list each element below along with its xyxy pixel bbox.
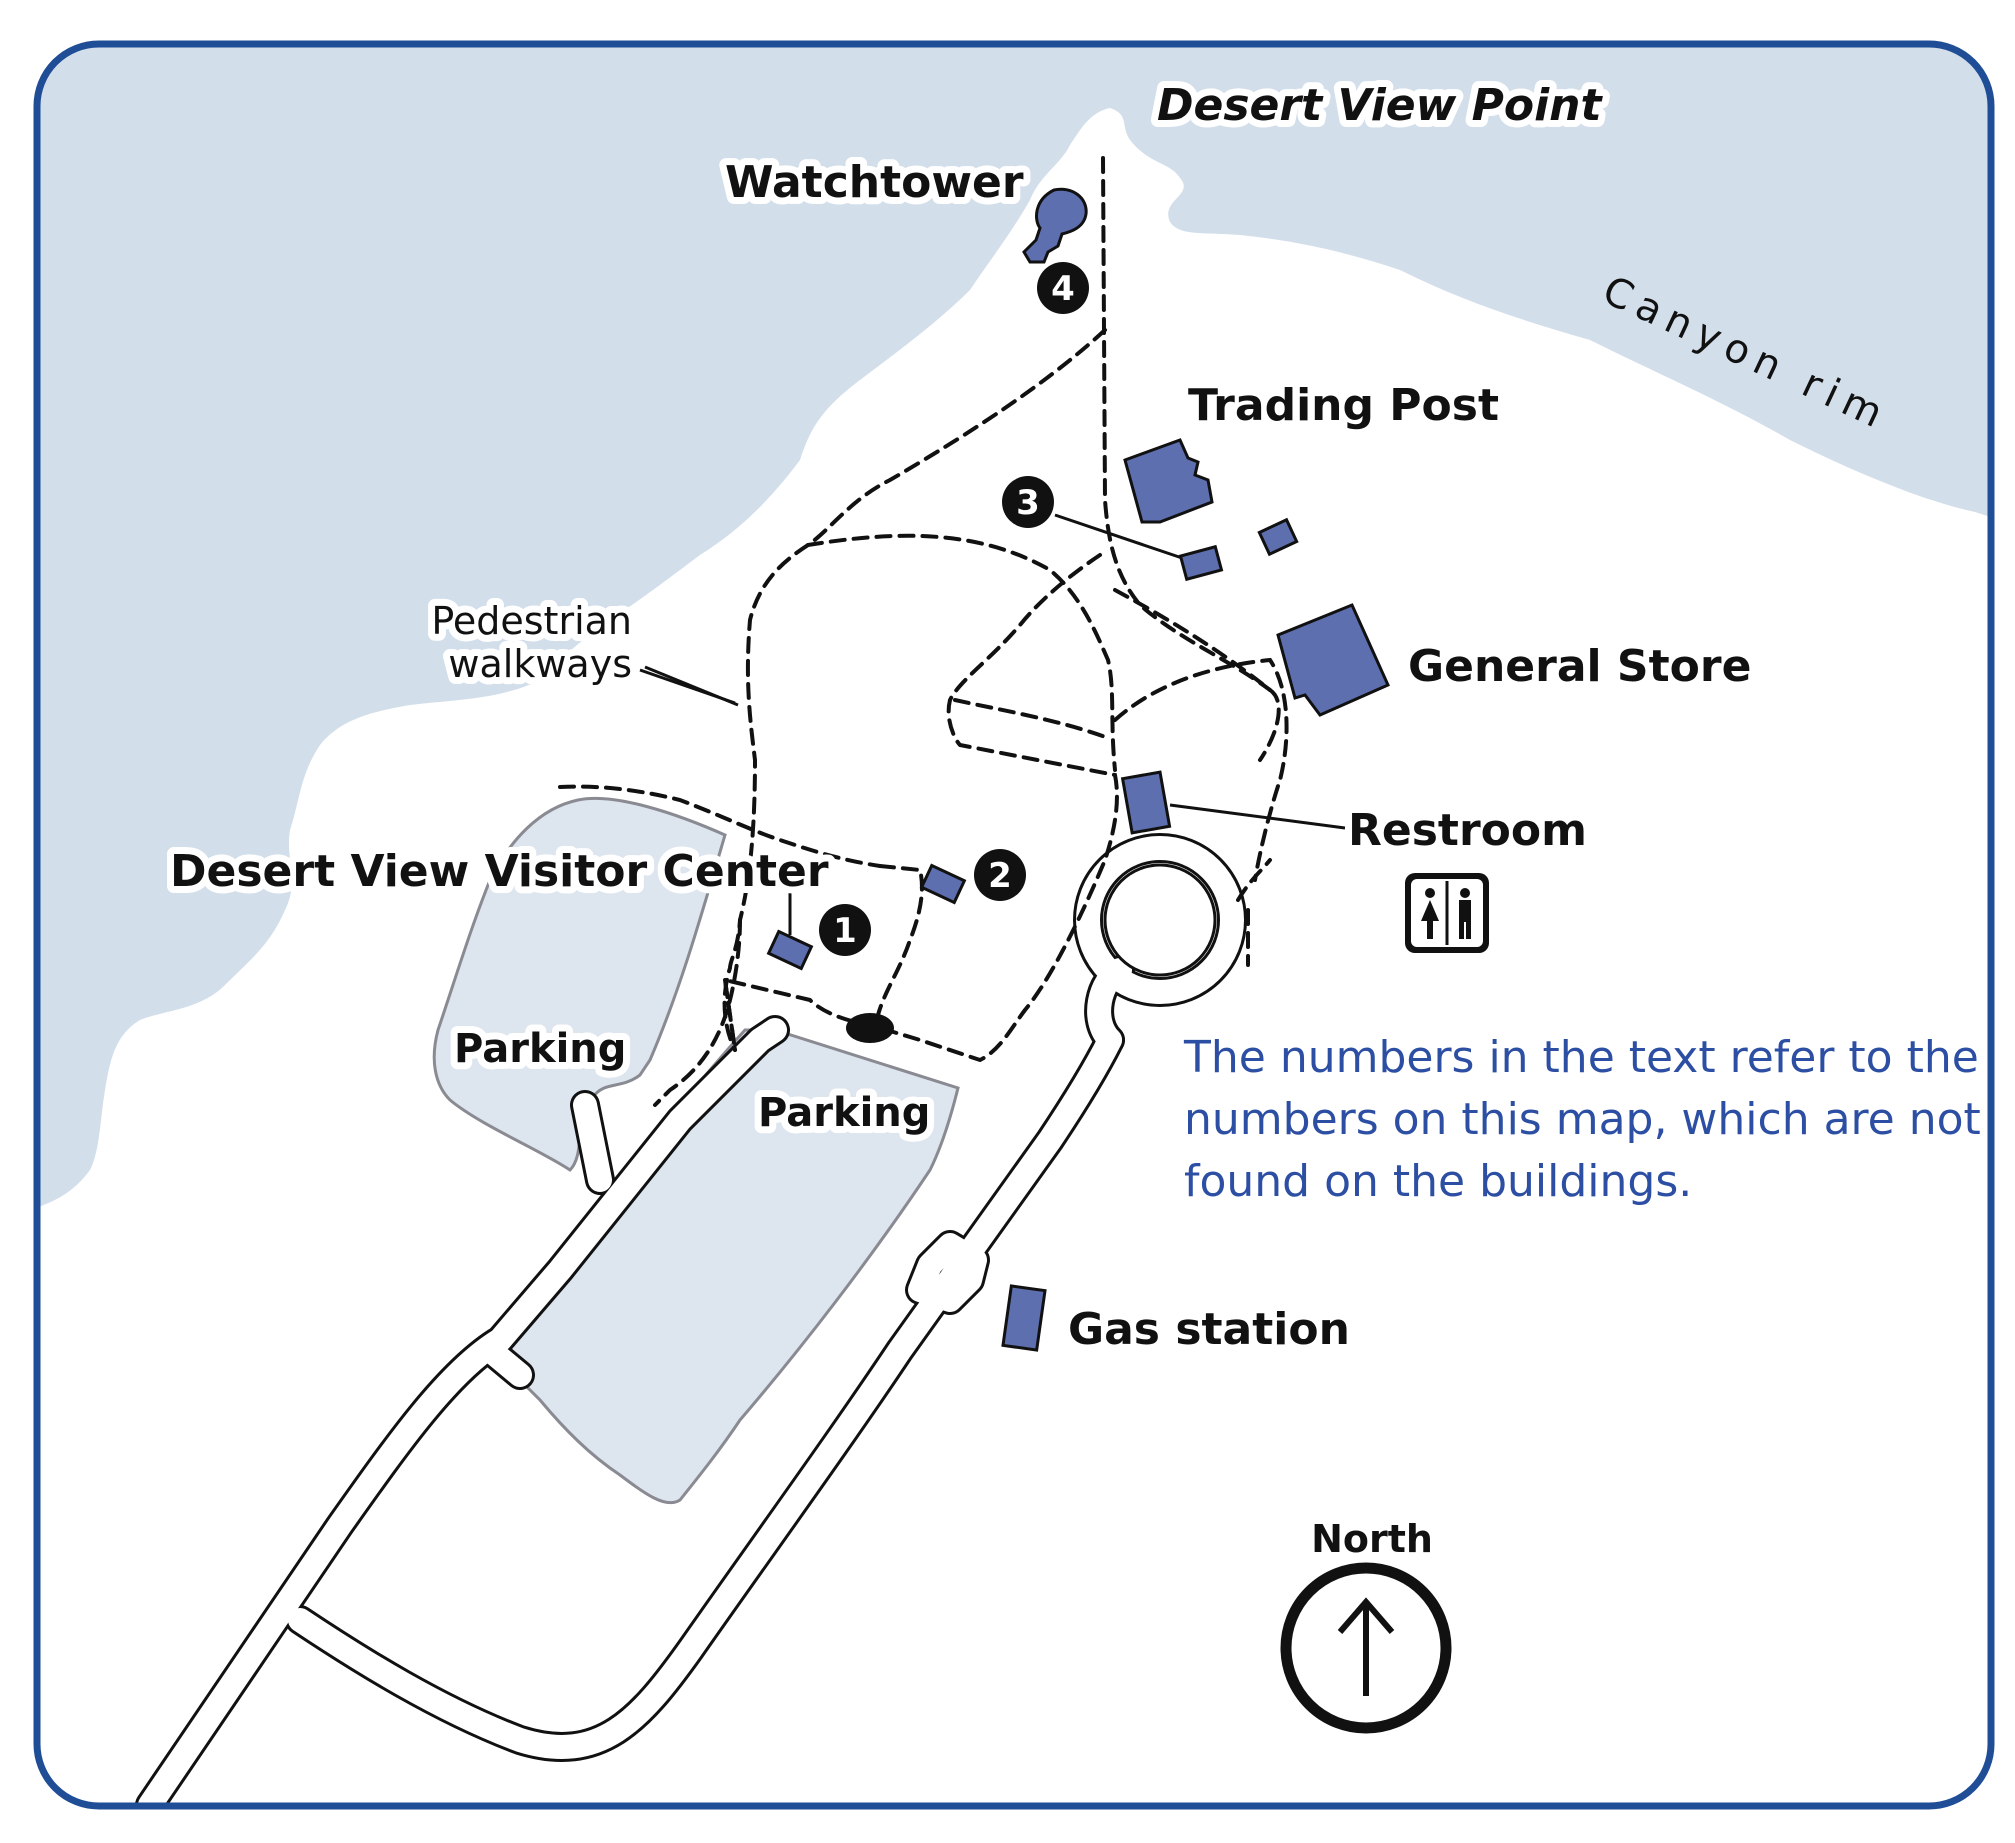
svg-text:4: 4 (1051, 269, 1075, 309)
map-note: The numbers in the text refer to the num… (1183, 1032, 1981, 1207)
restroom-label: Restroom (1348, 805, 1587, 856)
pedestrian-walkways-label-line1: Pedestrian (431, 599, 632, 643)
watchtower-icon (1022, 187, 1088, 264)
trading-post-building (1123, 438, 1214, 524)
leader-lines (644, 513, 1346, 935)
marker-3: 3 (1002, 476, 1054, 528)
trading-post-label: Trading Post (1188, 380, 1499, 431)
marker-2: 2 (974, 849, 1026, 901)
visitor-center-building-2 (919, 863, 967, 905)
visitor-center-label: Desert View Visitor Center (170, 846, 829, 897)
desert-view-point-label: Desert View Point (1157, 80, 1604, 131)
buildings (766, 187, 1390, 1352)
svg-text:1: 1 (833, 911, 857, 951)
visitor-center-building-1 (766, 929, 814, 971)
marker-1: 1 (819, 904, 871, 956)
plaza-marker (846, 1013, 894, 1043)
small-building-1 (1178, 544, 1224, 582)
small-building-2 (1257, 517, 1299, 557)
svg-text:3: 3 (1016, 483, 1040, 523)
note-line-1: The numbers in the text refer to the (1183, 1032, 1979, 1083)
svg-text:2: 2 (988, 856, 1012, 896)
pedestrian-walkways-label-line2: walkways (448, 642, 632, 686)
walkway-leader (639, 668, 736, 705)
general-store-building (1276, 603, 1390, 717)
parking-east-label: Parking (758, 1090, 930, 1136)
gas-station-label: Gas station (1068, 1304, 1350, 1355)
parking-west-label: Parking (454, 1026, 626, 1072)
pedestrian-walkways (558, 156, 1289, 1107)
north-label: North (1311, 1517, 1433, 1561)
note-line-2: numbers on this map, which are not (1184, 1094, 1981, 1145)
marker-4: 4 (1037, 262, 1089, 314)
gas-station-building (1001, 1284, 1047, 1352)
note-line-3: found on the buildings. (1184, 1156, 1692, 1207)
restroom-icon (1405, 873, 1489, 953)
general-store-label: General Store (1408, 641, 1751, 692)
road-network (135, 833, 1247, 1806)
canyon-area (37, 44, 1991, 1210)
parking-area-west (432, 796, 727, 1172)
north-arrow-icon (1280, 1562, 1452, 1734)
restroom-building (1120, 770, 1172, 835)
map-frame (33, 40, 1995, 1810)
watchtower-label: Watchtower (725, 157, 1024, 208)
